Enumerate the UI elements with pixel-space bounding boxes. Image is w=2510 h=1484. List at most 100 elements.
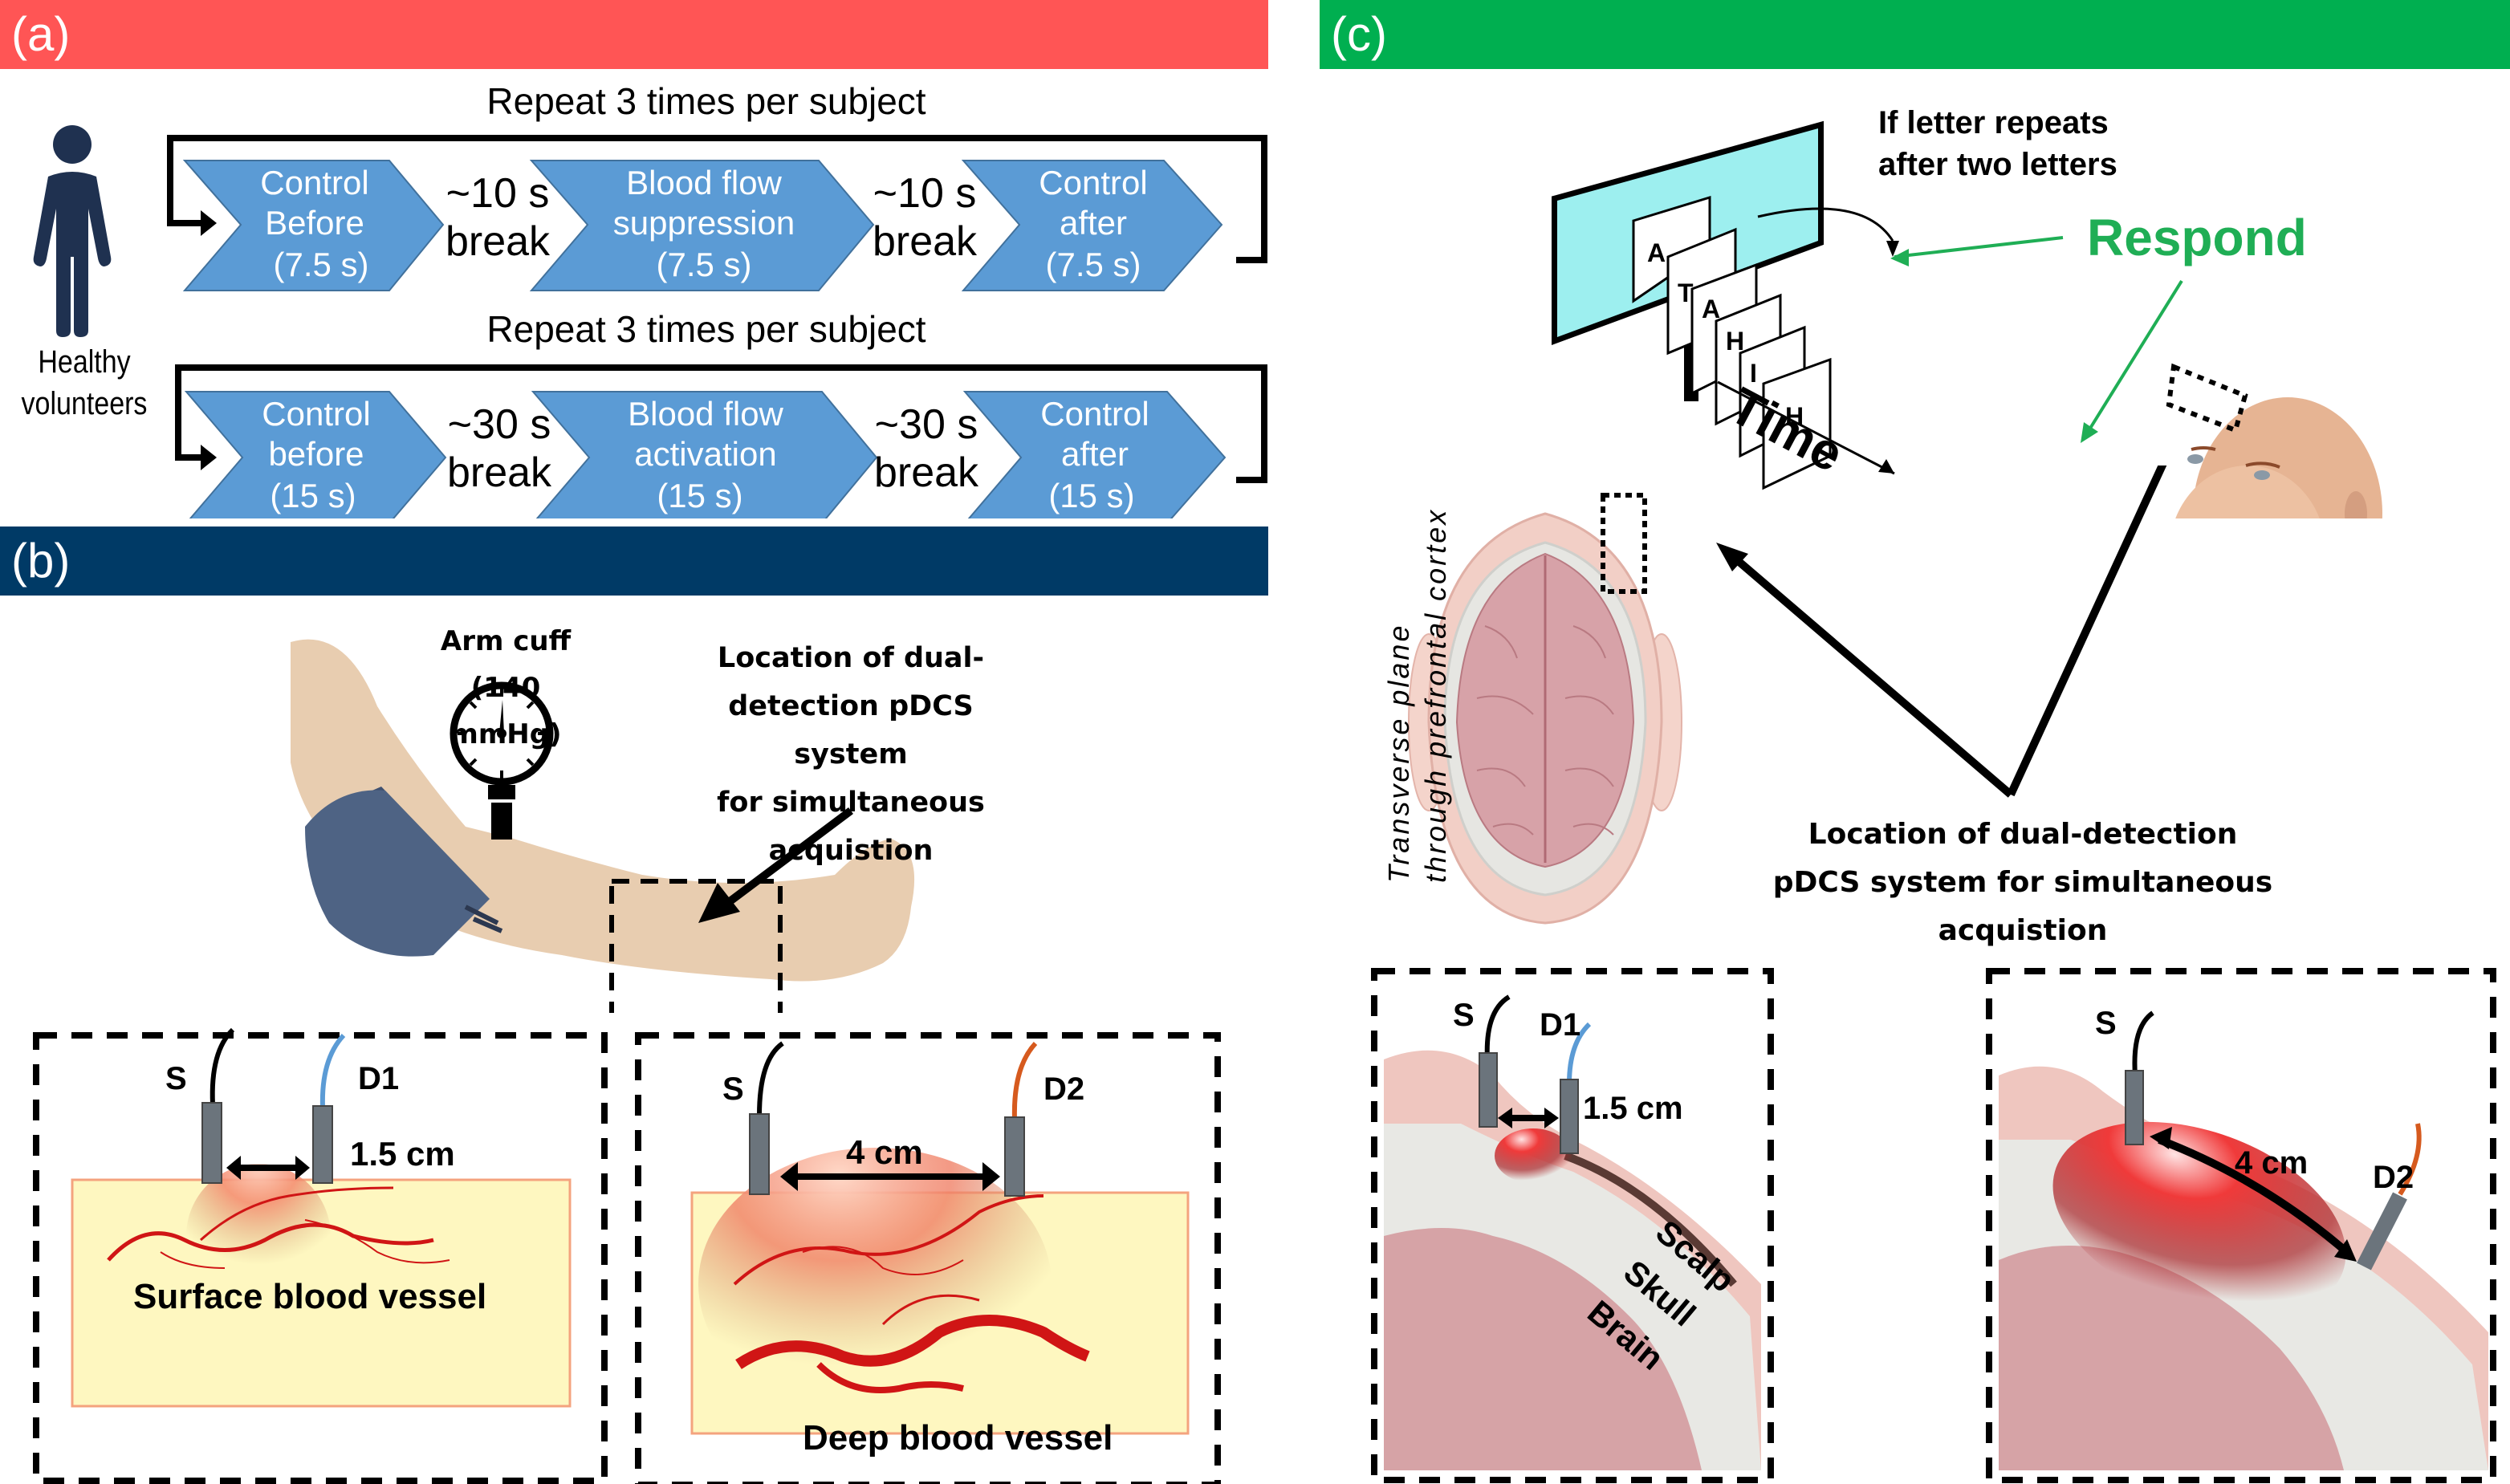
panel-b-label: (b) bbox=[11, 534, 71, 588]
svg-text:(15 s): (15 s) bbox=[657, 477, 742, 514]
b-inset-2-frame bbox=[635, 1032, 1221, 1484]
b2-source-probe bbox=[749, 1113, 770, 1195]
chevron-step-1-2: Blood flow suppression (7.5 s) bbox=[529, 160, 875, 291]
c2-source-fiber bbox=[2132, 1010, 2154, 1076]
b-inset-1-frame bbox=[33, 1032, 608, 1484]
svg-text:~10 s: ~10 s bbox=[446, 170, 550, 217]
task-note-line1: If letter repeats bbox=[1878, 105, 2109, 140]
brain-section bbox=[1408, 466, 2167, 925]
svg-text:Control: Control bbox=[260, 164, 368, 201]
b1-source-label: S bbox=[165, 1061, 187, 1096]
panel-a-header: (a) bbox=[0, 0, 1268, 69]
chevron-step-2-2: Blood flow activation (15 s) bbox=[531, 391, 878, 518]
svg-text:I: I bbox=[1750, 359, 1757, 388]
b2-detector-fiber bbox=[1011, 1041, 1038, 1120]
b2-caption: Deep blood vessel bbox=[803, 1418, 1113, 1458]
svg-text:break: break bbox=[873, 218, 978, 265]
prefrontal-dashed-box bbox=[1601, 493, 1647, 594]
svg-text:(15 s): (15 s) bbox=[270, 477, 356, 514]
svg-text:after: after bbox=[1060, 204, 1127, 242]
c1-source-label: S bbox=[1453, 998, 1475, 1033]
b1-source-probe bbox=[201, 1102, 222, 1184]
head-transverse-section bbox=[1408, 493, 1682, 925]
svg-text:A: A bbox=[1702, 295, 1720, 323]
c-location-line3: acquistion bbox=[1938, 914, 2108, 947]
pressure-gauge-icon bbox=[450, 681, 554, 840]
svg-text:A: A bbox=[1647, 238, 1666, 267]
c2-detector-fiber bbox=[2398, 1123, 2422, 1196]
b-insets: S D1 1.5 cm Surface blood vessel S D2 4 … bbox=[33, 1027, 1221, 1484]
subject-label-line2: volunteers bbox=[21, 386, 148, 421]
c-insets: S D1 1.5 cm Scalp Skull Brain S D2 4 cm bbox=[1371, 968, 2496, 1483]
svg-text:(15 s): (15 s) bbox=[1048, 477, 1134, 514]
repeat-label-1: Repeat 3 times per subject bbox=[486, 80, 925, 122]
svg-text:Before: Before bbox=[265, 204, 364, 242]
panel-c-header: (c) bbox=[1320, 0, 2510, 69]
svg-text:break: break bbox=[447, 449, 552, 496]
loop-arrowhead-1 bbox=[201, 210, 217, 236]
svg-text:Control: Control bbox=[1039, 164, 1147, 201]
b1-distance-label: 1.5 cm bbox=[350, 1135, 455, 1173]
svg-text:~10 s: ~10 s bbox=[873, 170, 977, 217]
c1-detector-probe bbox=[1560, 1079, 1579, 1154]
chevron-step-1-1: Control Before (7.5 s) bbox=[182, 160, 445, 291]
plane-label-line1: Transverse plane bbox=[1382, 623, 1415, 883]
b1-caption: Surface blood vessel bbox=[133, 1277, 486, 1316]
svg-text:before: before bbox=[268, 435, 364, 473]
repeat-label-2: Repeat 3 times per subject bbox=[486, 308, 925, 350]
svg-text:suppression: suppression bbox=[613, 204, 795, 242]
c2-distance-arrow bbox=[2158, 1136, 2352, 1257]
c2-distance-label: 4 cm bbox=[2235, 1145, 2308, 1181]
c-location-line2: pDCS system for simultaneous bbox=[1772, 866, 2273, 899]
respond-arrow-1 bbox=[1894, 236, 2064, 258]
b-location-line3: for simultaneous bbox=[717, 787, 985, 819]
forearm-location-box bbox=[609, 879, 783, 1013]
c2-source-label: S bbox=[2095, 1006, 2117, 1041]
chevron-step-1-3: Control after (7.5 s) bbox=[961, 160, 1223, 291]
b1-source-fiber bbox=[210, 1027, 235, 1105]
b2-detector-probe bbox=[1004, 1116, 1025, 1197]
panel-b-header: (b) bbox=[0, 527, 1268, 596]
svg-text:break: break bbox=[445, 218, 551, 265]
subject-label-line1: Healthy bbox=[38, 344, 131, 380]
svg-text:after: after bbox=[1061, 435, 1129, 473]
svg-text:Blood flow: Blood flow bbox=[628, 395, 783, 433]
panel-a-label: (a) bbox=[11, 7, 71, 61]
deep-vessels bbox=[733, 1194, 1090, 1393]
svg-text:T: T bbox=[1678, 279, 1694, 307]
b-photon-cloud-2 bbox=[698, 1148, 1052, 1421]
b1-detector-probe bbox=[312, 1105, 333, 1184]
svg-text:(7.5 s): (7.5 s) bbox=[273, 246, 368, 283]
svg-text:Blood flow: Blood flow bbox=[626, 164, 782, 201]
svg-text:Control: Control bbox=[1040, 395, 1149, 433]
repeat-curve-arrow bbox=[1757, 207, 1894, 242]
svg-text:activation: activation bbox=[634, 435, 776, 473]
panel-c-label: (c) bbox=[1331, 7, 1387, 61]
b1-detector-fiber bbox=[319, 1033, 346, 1108]
b2-source-fiber bbox=[757, 1041, 784, 1116]
c-inset-1-frame bbox=[1371, 968, 1774, 1483]
c1-detector-label: D1 bbox=[1540, 1007, 1580, 1043]
c1-detector-fiber bbox=[1567, 1022, 1592, 1084]
respond-label: Respond bbox=[2087, 209, 2307, 266]
plane-label-line2: through prefrontal cortex bbox=[1419, 507, 1452, 883]
b-location-line4: acquistion bbox=[768, 835, 934, 867]
svg-text:H: H bbox=[1726, 327, 1744, 356]
cuff-label-line2: (140 mmHg) bbox=[450, 672, 562, 750]
c-inset-2-frame bbox=[1986, 968, 2496, 1483]
chevron-step-2-1: Control before (15 s) bbox=[184, 391, 447, 518]
b2-source-label: S bbox=[722, 1071, 744, 1107]
svg-text:~30 s: ~30 s bbox=[448, 401, 551, 448]
svg-text:~30 s: ~30 s bbox=[875, 401, 978, 448]
time-axis bbox=[1717, 380, 1895, 475]
c1-distance-label: 1.5 cm bbox=[1583, 1091, 1683, 1126]
b1-detector-label: D1 bbox=[358, 1061, 399, 1096]
n-back-task-illustration: A T A H I H Time If letter repeats after… bbox=[1552, 105, 2382, 518]
c1-source-probe bbox=[1479, 1052, 1498, 1128]
b-photon-cloud-1 bbox=[186, 1164, 331, 1308]
c2-source-probe bbox=[2125, 1070, 2144, 1145]
respond-arrow-2 bbox=[2085, 279, 2183, 435]
chevron-step-2-3: Control after (15 s) bbox=[962, 391, 1227, 518]
c2-tissue bbox=[1999, 981, 2488, 1470]
arm-cuff-icon bbox=[305, 787, 503, 957]
